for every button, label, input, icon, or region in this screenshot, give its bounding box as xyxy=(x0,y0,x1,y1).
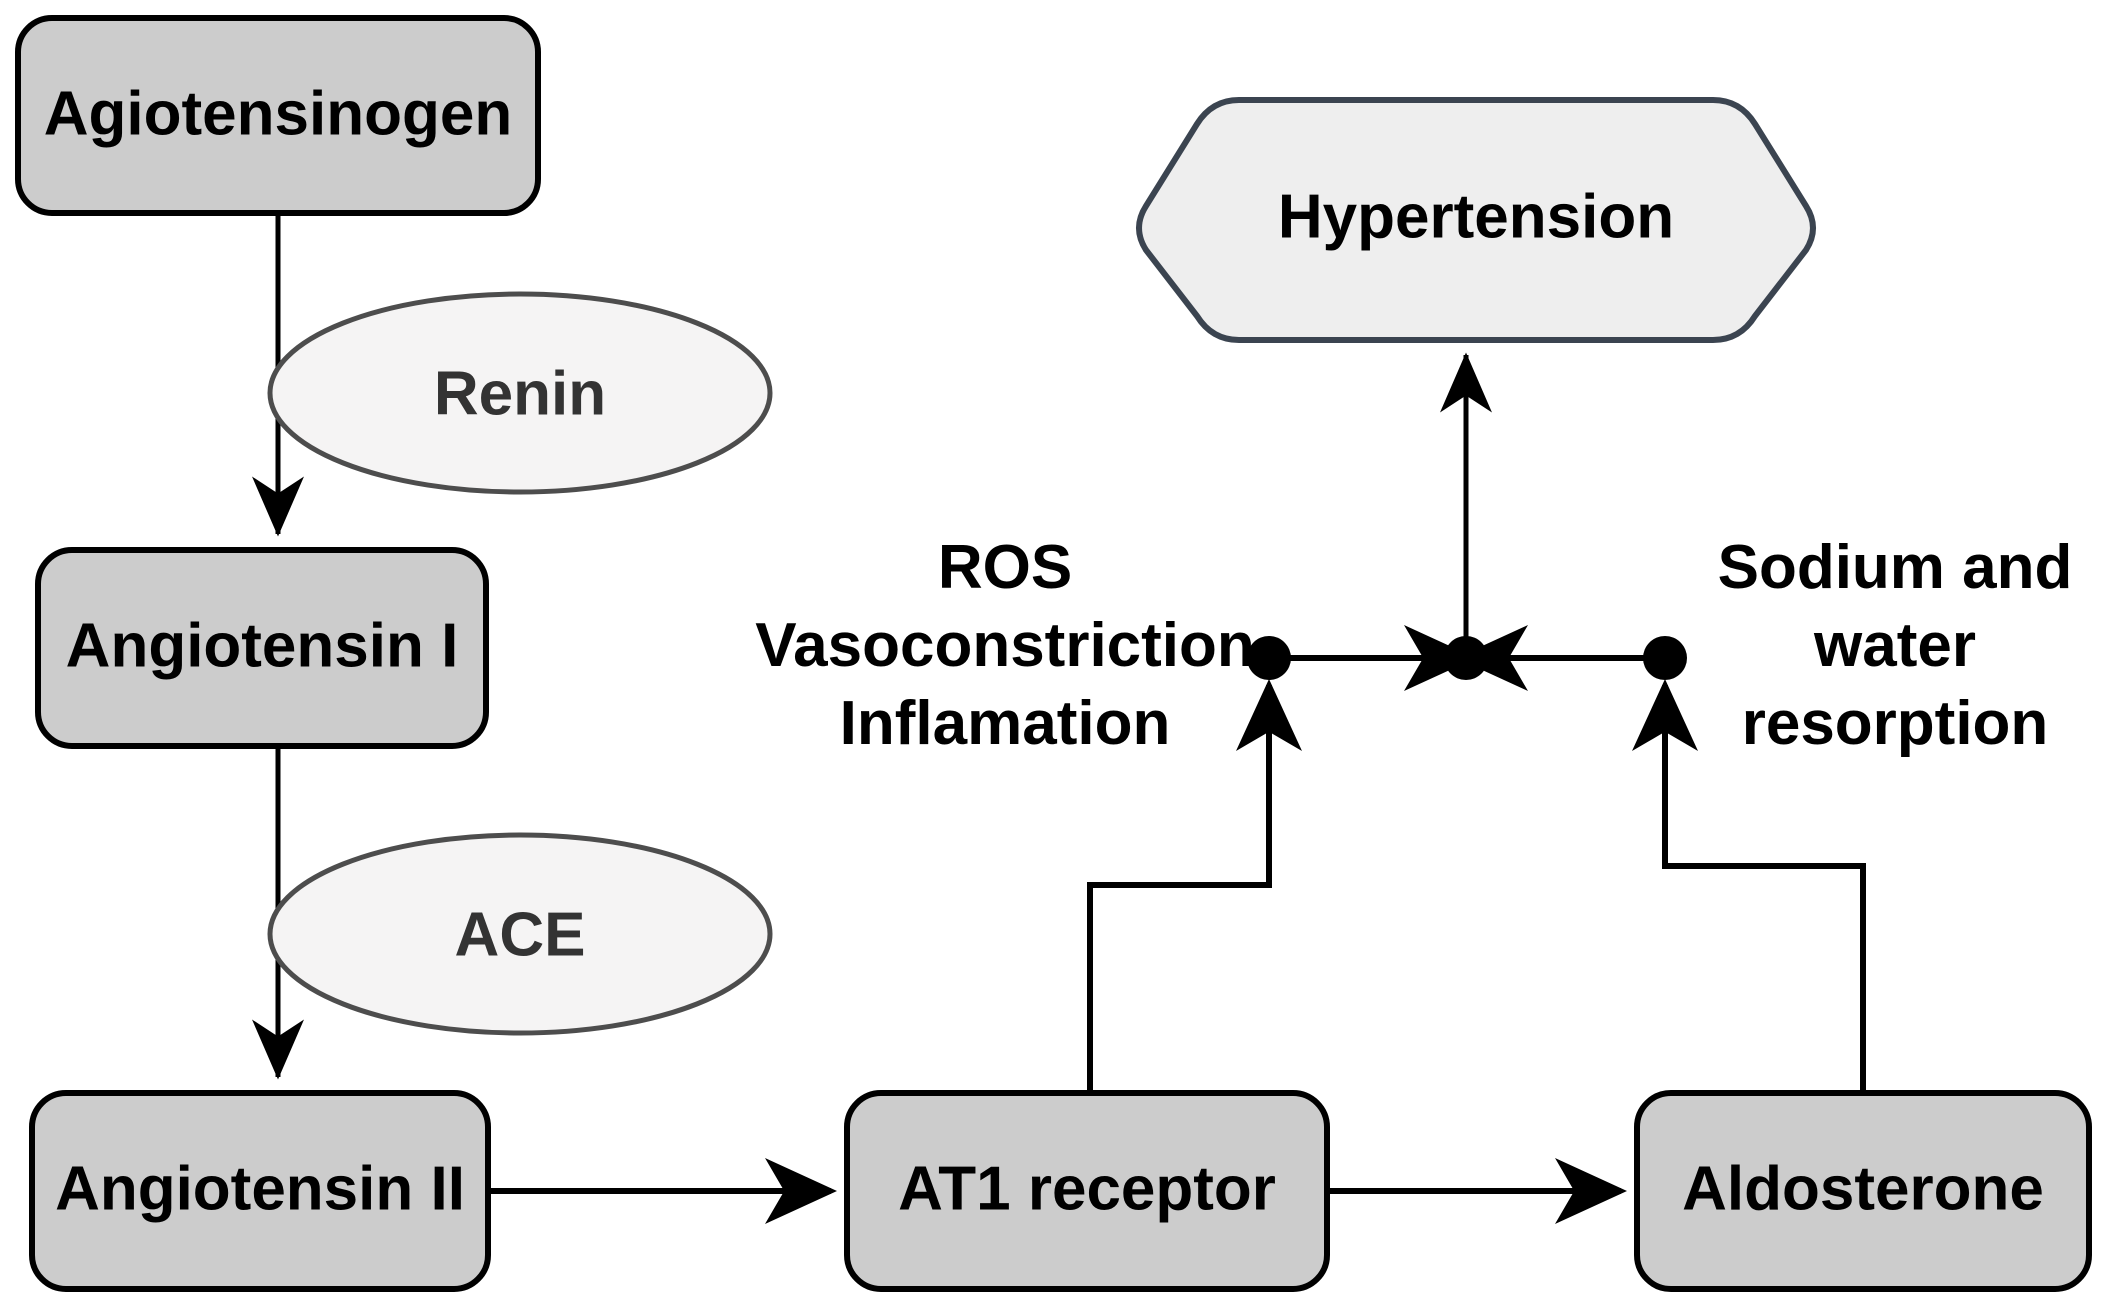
sodium-label-line-2: water xyxy=(1813,611,1976,680)
ros-label-line-3: Inflamation xyxy=(840,689,1171,758)
at1receptor-label: AT1 receptor xyxy=(898,1154,1276,1223)
junction-dot-center xyxy=(1444,636,1488,680)
at1receptor-box-shape xyxy=(844,1090,1330,1292)
aldosterone-box-shape xyxy=(1634,1090,2092,1292)
angiotensin1-box-shape xyxy=(35,547,489,749)
angiotensin1-label: Angiotensin I xyxy=(66,611,459,680)
label-sodium-block: Sodium and water resorption xyxy=(1718,533,2073,758)
node-renin[interactable]: Renin xyxy=(267,291,773,495)
edge-aldosterone-to-sodium xyxy=(1632,679,1866,1093)
hypertension-label: Hypertension xyxy=(1278,182,1674,251)
sodium-label-line-3: resorption xyxy=(1742,689,2049,758)
aldosterone-label: Aldosterone xyxy=(1682,1154,2044,1223)
ros-label-line-1: ROS xyxy=(938,533,1072,602)
node-aldosterone[interactable]: Aldosterone xyxy=(1634,1090,2092,1292)
agiotensinogen-label: Agiotensinogen xyxy=(44,79,512,148)
node-angiotensin1[interactable]: Angiotensin I xyxy=(35,547,489,749)
junction-dot-sodium xyxy=(1643,636,1687,680)
hypertension-hexagon-shape xyxy=(1136,97,1816,343)
ace-label: ACE xyxy=(455,900,586,969)
edge-at1receptor-to-ros xyxy=(1087,679,1302,1093)
node-angiotensin2[interactable]: Angiotensin II xyxy=(29,1090,491,1292)
node-agiotensinogen[interactable]: Agiotensinogen xyxy=(15,15,541,216)
angiotensin2-box-shape xyxy=(29,1090,491,1292)
label-ros-block: ROS Vasoconstriction Inflamation xyxy=(755,533,1255,758)
agiotensinogen-box-shape xyxy=(15,15,541,216)
connector-layer xyxy=(252,213,1866,1224)
sodium-label-line-1: Sodium and xyxy=(1718,533,2073,602)
renin-label: Renin xyxy=(434,359,606,428)
ace-ellipse-shape xyxy=(267,832,773,1036)
node-ace[interactable]: ACE xyxy=(267,832,773,1036)
angiotensin2-label: Angiotensin II xyxy=(55,1154,465,1223)
ros-label-line-2: Vasoconstriction xyxy=(755,611,1255,680)
renin-ellipse-shape xyxy=(267,291,773,495)
node-hypertension[interactable]: Hypertension xyxy=(1136,97,1816,343)
node-at1receptor[interactable]: AT1 receptor xyxy=(844,1090,1330,1292)
junction-dot-ros xyxy=(1247,636,1291,680)
